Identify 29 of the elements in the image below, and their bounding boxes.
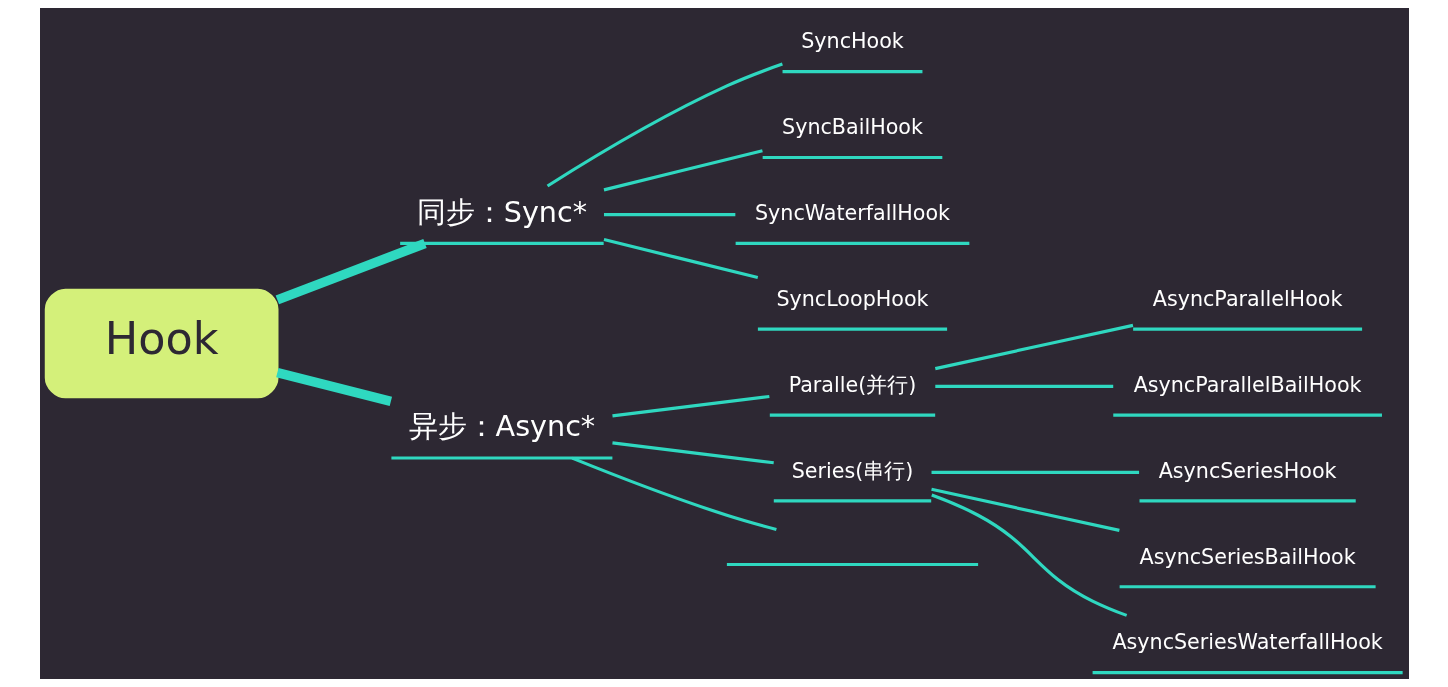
node-text: AsyncSeriesHook (1158, 458, 1337, 483)
node-text: AsyncSeriesWaterfallHook (1111, 630, 1383, 655)
connector (930, 487, 1120, 532)
node-text: SyncWaterfallHook (754, 201, 950, 226)
node-text: AsyncSeriesBailHook (1139, 544, 1356, 569)
node-text: SyncLoopHook (775, 286, 929, 311)
connector (571, 456, 777, 531)
connector (611, 394, 770, 418)
node-text: 异步：Async* (408, 409, 595, 444)
connector (611, 441, 774, 465)
connector (275, 367, 392, 407)
node-text: SyncHook (800, 29, 904, 54)
node-text: AsyncParallelBailHook (1133, 372, 1362, 397)
node-box: Hook (44, 288, 278, 399)
node-bar (726, 562, 978, 567)
connector (930, 493, 1127, 617)
connector (275, 239, 427, 305)
node-text: SyncBailHook (781, 115, 923, 140)
node-text: AsyncParallelHook (1152, 286, 1342, 311)
connector (546, 62, 783, 188)
connector (934, 323, 1133, 371)
node-text: 同步：Sync* (416, 194, 587, 229)
connector (603, 149, 763, 192)
node-text: Series(串行) (791, 458, 913, 483)
connector (931, 470, 1139, 474)
connector (603, 213, 735, 217)
connector (934, 384, 1113, 388)
connector (603, 238, 758, 280)
node-text: Paralle(并行) (788, 372, 916, 397)
